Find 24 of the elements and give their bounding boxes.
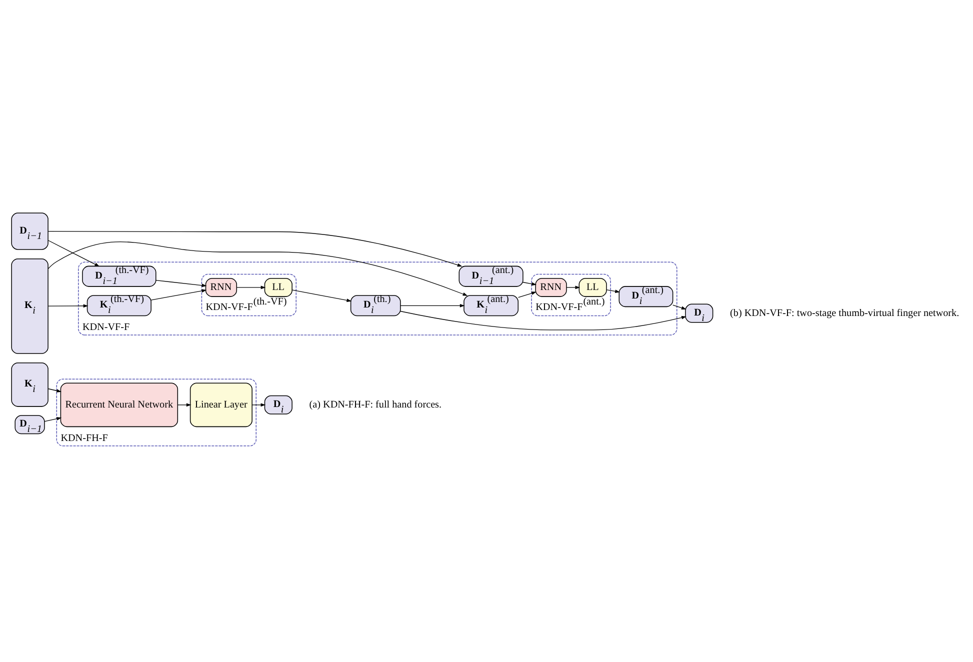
- arrow: [47, 230, 462, 266]
- arrow: [47, 240, 100, 266]
- arrow: [155, 280, 206, 287]
- arrow: [47, 304, 88, 308]
- node-box: Recurrent Neural Network: [60, 382, 178, 427]
- arrow: [606, 288, 620, 292]
- node-box: Linear Layer: [189, 382, 252, 427]
- arrow: [400, 310, 686, 330]
- node-box: LL: [578, 277, 606, 296]
- arrow: [566, 285, 580, 289]
- arrow: [672, 304, 686, 309]
- label: (b) KDN-VF-F: two-stage thumb-virtual finger network.: [730, 307, 959, 318]
- arrow: [150, 288, 206, 300]
- arrow: [44, 416, 62, 422]
- arrow: [291, 289, 352, 302]
- node-box: LL: [264, 277, 292, 296]
- node-box: RNN: [204, 277, 237, 296]
- arrow: [522, 281, 536, 286]
- arrow: [47, 388, 62, 392]
- arrow: [400, 303, 464, 307]
- arrow: [517, 291, 536, 298]
- arrow: [236, 285, 266, 289]
- node-box: RNN: [534, 277, 566, 296]
- label: (a) KDN-FH-F: full hand forces.: [308, 398, 442, 410]
